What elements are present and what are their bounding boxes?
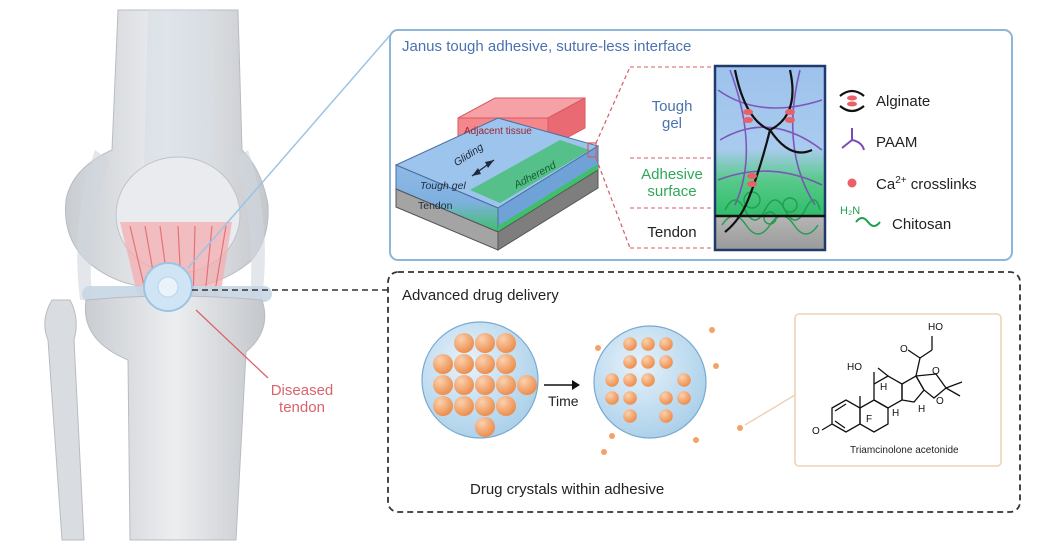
drug-crystal xyxy=(659,409,673,423)
chitosan-amine-glyph: H₂N xyxy=(840,205,861,217)
drug-crystal xyxy=(454,396,474,416)
triamcinolone-structure xyxy=(821,336,963,433)
drug-crystal xyxy=(677,391,691,405)
atom-h-1: H xyxy=(880,382,888,393)
adjacent-tissue-label: Adjacent tissue xyxy=(464,126,532,137)
drug-crystal xyxy=(475,375,495,395)
knee-illustration xyxy=(44,9,272,541)
drug-crystal xyxy=(659,391,673,405)
drug-caption: Drug crystals within adhesive xyxy=(470,481,665,498)
drug-crystal xyxy=(454,354,474,374)
drug-circle-after xyxy=(593,325,707,439)
tendon-block-label: Tendon xyxy=(418,200,453,212)
atom-o-ring1: O xyxy=(932,366,940,377)
drug-circle-before xyxy=(421,321,539,439)
drug-crystal xyxy=(454,333,474,353)
drug-crystal xyxy=(605,373,619,387)
alginate-icon xyxy=(839,89,865,113)
drug-crystal xyxy=(623,337,637,351)
drug-crystal xyxy=(623,355,637,369)
time-label: Time xyxy=(548,393,579,409)
atom-h-2: H xyxy=(892,408,900,419)
drug-crystal xyxy=(517,375,537,395)
drug-crystal xyxy=(496,333,516,353)
released-drug-dots xyxy=(595,327,743,455)
drug-crystal xyxy=(641,373,655,387)
top-panel-title: Janus tough adhesive, suture-less interf… xyxy=(402,38,692,55)
chitosan-icon xyxy=(855,217,881,227)
drug-crystal xyxy=(641,355,655,369)
zoom-line-bottom xyxy=(595,157,631,249)
drug-crystal xyxy=(641,337,655,351)
atom-o-keto: O xyxy=(900,344,908,355)
drug-crystal xyxy=(475,396,495,416)
atom-ho-top: HO xyxy=(928,322,943,333)
drug-crystal xyxy=(623,373,637,387)
legend-chitosan: Chitosan xyxy=(892,216,952,233)
gliding-label: Gliding xyxy=(451,141,486,170)
drug-crystal xyxy=(623,391,637,405)
drug-crystal xyxy=(496,396,516,416)
time-arrow xyxy=(544,380,580,390)
tissue-block xyxy=(394,97,600,251)
hydrogel-network xyxy=(713,64,827,252)
quad-tendon xyxy=(144,10,214,170)
calcium-dot-icon xyxy=(847,178,857,188)
drug-crystal xyxy=(659,355,673,369)
adherend-label: Adherend xyxy=(512,159,559,192)
diseased-pointer xyxy=(195,309,269,379)
drug-crystal xyxy=(605,391,619,405)
atom-f: F xyxy=(866,414,873,425)
molecule-box xyxy=(794,313,1002,467)
drug-crystal xyxy=(433,375,453,395)
paam-icon xyxy=(841,128,865,151)
drug-crystal xyxy=(496,354,516,374)
drug-crystal xyxy=(659,337,673,351)
tendon-layer-label: Tendon xyxy=(647,224,697,241)
molecule-pointer xyxy=(744,394,796,426)
atom-o-ring2: O xyxy=(936,396,944,407)
atom-ho-left: HO xyxy=(847,362,862,373)
drug-crystal xyxy=(496,375,516,395)
fibula xyxy=(44,299,85,541)
tough-gel-block-label: Tough gel xyxy=(420,180,466,192)
legend-paam: PAAM xyxy=(876,134,918,151)
drug-crystal xyxy=(454,375,474,395)
drug-crystal xyxy=(475,354,495,374)
drug-crystal xyxy=(475,417,495,437)
legend-alginate: Alginate xyxy=(876,93,931,110)
drug-crystal xyxy=(433,396,453,416)
connector-top xyxy=(187,32,393,269)
bottom-panel-title: Advanced drug delivery xyxy=(402,287,559,304)
atom-o-a-ring: O xyxy=(812,426,820,437)
drug-crystal xyxy=(475,333,495,353)
drug-crystal xyxy=(623,409,637,423)
drug-crystal xyxy=(677,373,691,387)
atom-h-3: H xyxy=(918,404,926,415)
drug-crystal xyxy=(433,354,453,374)
molecule-name: Triamcinolone acetonide xyxy=(850,445,959,456)
legend-calcium: Ca2+ crosslinks xyxy=(876,175,977,193)
